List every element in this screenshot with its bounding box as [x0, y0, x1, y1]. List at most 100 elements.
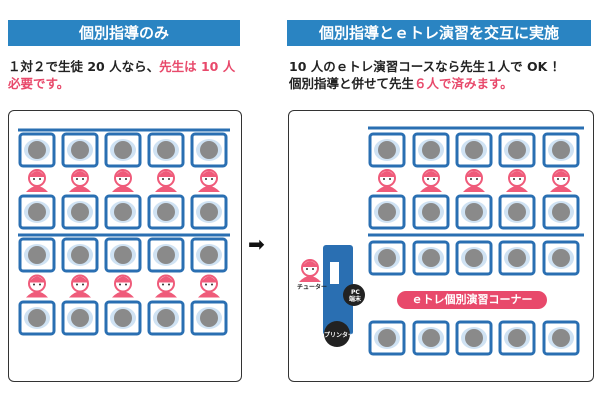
student-icon [71, 141, 89, 159]
arrow-right-icon: ➡ [248, 232, 265, 256]
seat [542, 194, 580, 230]
teacher-hair [158, 171, 174, 177]
seat [455, 132, 493, 168]
right-title: 個別指導とｅトレ演習を交互に実施 [318, 24, 559, 42]
student-icon [422, 203, 440, 221]
seat [455, 320, 493, 356]
seat [412, 240, 450, 276]
teacher-body [463, 186, 485, 192]
teacher-body [26, 291, 48, 298]
seat [412, 320, 450, 356]
teacher-body [506, 186, 528, 192]
teacher-body [198, 291, 220, 298]
teacher-icon [26, 274, 48, 298]
teacher-icon [299, 259, 321, 282]
teacher-hair [29, 276, 45, 283]
student-icon [422, 329, 440, 347]
teacher-hair [379, 171, 395, 177]
teacher-icon [198, 274, 220, 298]
teacher-body [112, 291, 134, 298]
seat [18, 132, 56, 168]
teacher-icon [550, 169, 572, 192]
seat [498, 132, 536, 168]
teacher-eye [211, 283, 213, 286]
teacher-icon [26, 169, 48, 192]
student-icon [71, 246, 89, 264]
teacher-eye [433, 178, 435, 180]
student-icon [200, 309, 218, 327]
teacher-eye [168, 178, 170, 180]
student-icon [465, 329, 483, 347]
seat [147, 194, 185, 230]
teacher-eye [557, 178, 559, 180]
pc-label-2: 端末 [349, 296, 362, 303]
seat [104, 300, 142, 336]
teacher-icon [506, 169, 528, 192]
seat [147, 132, 185, 168]
left-title-banner: 個別指導のみ [8, 20, 240, 46]
seat [190, 194, 228, 230]
seat [412, 194, 450, 230]
teacher-body [112, 186, 134, 192]
teacher-icon [155, 169, 177, 192]
teacher-eye [205, 178, 207, 180]
teacher-eye [39, 178, 41, 180]
right-title-banner: 個別指導とｅトレ演習を交互に実施 [287, 20, 591, 46]
seat [18, 237, 56, 273]
teacher-icon [155, 274, 177, 298]
seat [190, 300, 228, 336]
teacher-body [299, 276, 321, 282]
teacher-hair [115, 276, 131, 283]
teacher-body [69, 291, 91, 298]
left-caption-line1: １対２で生徒 20 人なら、先生は 10 人 [8, 59, 236, 74]
student-icon [465, 203, 483, 221]
student-icon [200, 203, 218, 221]
teacher-eye [162, 283, 164, 286]
student-icon [552, 249, 570, 267]
seat [455, 194, 493, 230]
teacher-body [155, 291, 177, 298]
teacher-hair [72, 171, 88, 177]
seat [542, 320, 580, 356]
teacher-eye [476, 178, 478, 180]
right-caption-line2: 個別指導と併せて先生６人で済みます。 [289, 76, 513, 91]
student-icon [552, 203, 570, 221]
seat [61, 132, 99, 168]
student-icon [28, 203, 46, 221]
teacher-body [376, 186, 398, 192]
teacher-hair [423, 171, 439, 177]
student-icon [422, 141, 440, 159]
student-icon [71, 203, 89, 221]
teacher-icon [198, 169, 220, 192]
student-icon [378, 329, 396, 347]
teacher-icon [112, 274, 134, 298]
student-icon [508, 249, 526, 267]
seat [498, 320, 536, 356]
right-caption-highlight: ６人で済みます。 [414, 76, 513, 91]
teacher-eye [39, 283, 41, 286]
teacher-hair [72, 276, 88, 283]
teacher-hair [201, 171, 217, 177]
student-icon [378, 203, 396, 221]
teacher-eye [513, 178, 515, 180]
teacher-eye [427, 178, 429, 180]
teacher-eye [119, 178, 121, 180]
seat [498, 240, 536, 276]
seat [498, 194, 536, 230]
teacher-icon [463, 169, 485, 192]
left-caption: １対２で生徒 20 人なら、先生は 10 人 必要です。 [8, 58, 248, 92]
teacher-body [26, 186, 48, 192]
seat [61, 237, 99, 273]
student-icon [508, 141, 526, 159]
seat [18, 194, 56, 230]
teacher-eye [76, 283, 78, 286]
teacher-eye [168, 283, 170, 286]
student-icon [200, 246, 218, 264]
teacher-hair [466, 171, 482, 177]
student-icon [114, 309, 132, 327]
etore-corner-label: ｅトレ個別演習コーナー [397, 291, 547, 309]
seat [104, 132, 142, 168]
printer-label: プリンター [324, 332, 355, 339]
teacher-hair [553, 171, 569, 177]
